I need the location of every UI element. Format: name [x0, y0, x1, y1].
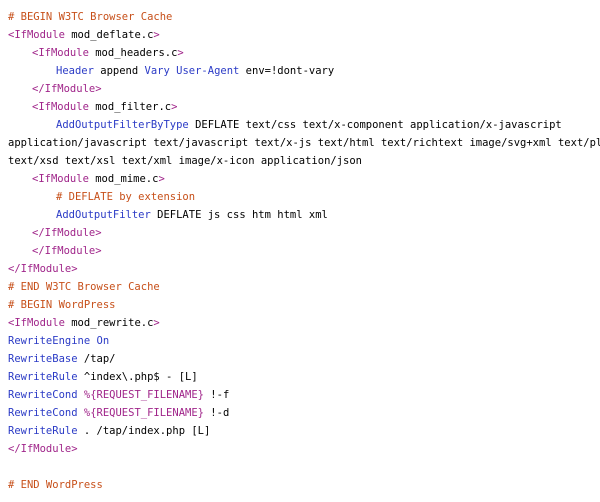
- code-line: AddOutputFilterByType DEFLATE text/css t…: [0, 116, 600, 134]
- code-text: DEFLATE text/css text/x-component applic…: [188, 119, 562, 131]
- code-line: </IfModule>: [0, 80, 600, 98]
- code-line: <IfModule mod_mime.c>: [0, 170, 600, 188]
- code-line: # BEGIN W3TC Browser Cache: [0, 8, 600, 26]
- code-text: ^index\.php$ - [L]: [77, 371, 198, 383]
- code-keyword: User-Agent: [176, 65, 240, 77]
- code-view: # BEGIN W3TC Browser Cache <IfModule mod_…: [0, 8, 600, 494]
- code-keyword: RewriteCond: [8, 389, 78, 401]
- code-line: application/javascript text/javascript t…: [0, 134, 600, 152]
- code-line: AddOutputFilter DEFLATE js css htm html …: [0, 206, 600, 224]
- code-comment: # DEFLATE by extension: [56, 191, 196, 203]
- code-text: env=!dont-vary: [239, 65, 335, 77]
- code-line: # DEFLATE by extension: [0, 188, 600, 206]
- code-line: RewriteRule ^index\.php$ - [L]: [0, 368, 600, 386]
- code-comment: # BEGIN W3TC Browser Cache: [8, 11, 173, 23]
- code-text: append: [93, 65, 145, 77]
- code-text: !-d: [203, 407, 230, 419]
- code-text: text/xsd text/xsl text/xml image/x-icon …: [8, 155, 363, 167]
- code-tag: >: [158, 173, 165, 185]
- code-line: <IfModule mod_rewrite.c>: [0, 314, 600, 332]
- code-text: mod_filter.c: [88, 101, 172, 113]
- code-keyword: RewriteBase: [8, 353, 78, 365]
- code-keyword: RewriteEngine: [8, 335, 91, 347]
- code-line: RewriteBase /tap/: [0, 350, 600, 368]
- code-text: mod_rewrite.c: [64, 317, 154, 329]
- code-tag: </IfModule>: [32, 83, 102, 95]
- code-tag: <IfModule: [32, 47, 89, 59]
- code-keyword: AddOutputFilterByType: [56, 119, 189, 131]
- code-tag: </IfModule>: [32, 245, 102, 257]
- code-line: [0, 458, 600, 476]
- code-line: <IfModule mod_deflate.c>: [0, 26, 600, 44]
- code-line: </IfModule>: [0, 242, 600, 260]
- code-text: mod_headers.c: [88, 47, 178, 59]
- code-text: mod_deflate.c: [64, 29, 154, 41]
- code-tag: <IfModule: [32, 101, 89, 113]
- code-keyword: RewriteRule: [8, 425, 78, 437]
- code-tag: </IfModule>: [8, 443, 78, 455]
- code-line: # BEGIN WordPress: [0, 296, 600, 314]
- code-tag: %{REQUEST_FILENAME}: [83, 389, 204, 401]
- code-line: RewriteRule . /tap/index.php [L]: [0, 422, 600, 440]
- code-tag: >: [153, 317, 160, 329]
- code-line: </IfModule>: [0, 440, 600, 458]
- code-keyword: Header: [56, 65, 94, 77]
- code-tag: <IfModule: [32, 173, 89, 185]
- code-line: Header append Vary User-Agent env=!dont-…: [0, 62, 600, 80]
- code-line: <IfModule mod_filter.c>: [0, 98, 600, 116]
- code-comment: # END W3TC Browser Cache: [8, 281, 160, 293]
- code-text: . /tap/index.php [L]: [77, 425, 211, 437]
- code-tag: <IfModule: [8, 317, 65, 329]
- code-line: </IfModule>: [0, 260, 600, 278]
- code-text: !-f: [203, 389, 230, 401]
- code-line: <IfModule mod_headers.c>: [0, 44, 600, 62]
- code-line: text/xsd text/xsl text/xml image/x-icon …: [0, 152, 600, 170]
- code-line: # END WordPress: [0, 476, 600, 494]
- code-line: RewriteEngine On: [0, 332, 600, 350]
- code-keyword: RewriteRule: [8, 371, 78, 383]
- code-keyword: Vary: [144, 65, 170, 77]
- code-line: RewriteCond %{REQUEST_FILENAME} !-d: [0, 404, 600, 422]
- code-line: RewriteCond %{REQUEST_FILENAME} !-f: [0, 386, 600, 404]
- code-comment: # END WordPress: [8, 479, 103, 491]
- code-line: </IfModule>: [0, 224, 600, 242]
- code-tag: </IfModule>: [32, 227, 102, 239]
- code-text: /tap/: [77, 353, 116, 365]
- code-text: application/javascript text/javascript t…: [8, 137, 600, 149]
- code-tag: >: [177, 47, 184, 59]
- code-tag: <IfModule: [8, 29, 65, 41]
- code-text: mod_mime.c: [88, 173, 159, 185]
- code-tag: >: [171, 101, 178, 113]
- code-keyword: RewriteCond: [8, 407, 78, 419]
- code-tag: </IfModule>: [8, 263, 78, 275]
- code-line: # END W3TC Browser Cache: [0, 278, 600, 296]
- code-tag: >: [153, 29, 160, 41]
- code-tag: %{REQUEST_FILENAME}: [83, 407, 204, 419]
- code-comment: # BEGIN WordPress: [8, 299, 116, 311]
- code-text: DEFLATE js css htm html xml: [150, 209, 328, 221]
- code-keyword: AddOutputFilter: [56, 209, 151, 221]
- code-keyword: On: [96, 335, 110, 347]
